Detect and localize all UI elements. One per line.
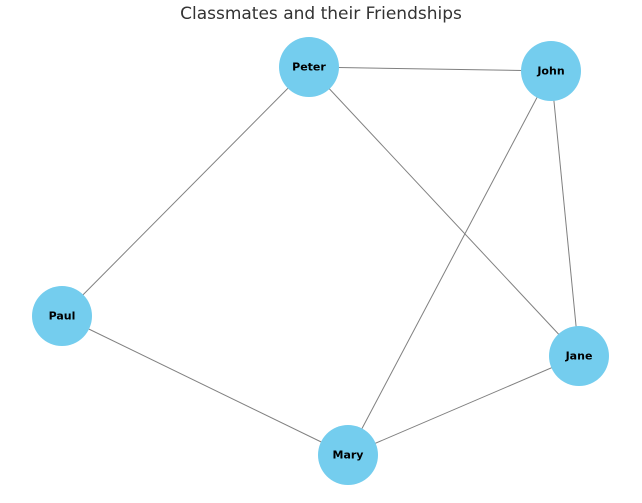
edge-john-mary bbox=[347, 70, 552, 456]
node-circle-mary bbox=[318, 425, 378, 485]
node-jane: Jane bbox=[549, 326, 609, 386]
node-john: John bbox=[521, 41, 581, 101]
node-circle-john bbox=[521, 41, 581, 101]
node-label-jane: Jane bbox=[565, 350, 593, 363]
edge-peter-john bbox=[308, 66, 552, 72]
node-circle-jane bbox=[549, 326, 609, 386]
edge-mary-jane bbox=[347, 355, 580, 456]
edges-layer bbox=[61, 66, 580, 456]
edge-john-jane bbox=[550, 70, 580, 357]
node-paul: Paul bbox=[32, 286, 92, 346]
node-label-john: John bbox=[536, 65, 564, 78]
node-circle-paul bbox=[32, 286, 92, 346]
node-mary: Mary bbox=[318, 425, 378, 485]
edge-paul-mary bbox=[61, 315, 349, 456]
node-label-paul: Paul bbox=[49, 310, 76, 323]
edge-peter-jane bbox=[308, 66, 580, 357]
diagram-title: Classmates and their Friendships bbox=[180, 4, 462, 24]
node-peter: Peter bbox=[279, 37, 339, 97]
node-label-mary: Mary bbox=[333, 449, 364, 462]
edge-peter-paul bbox=[61, 66, 310, 317]
node-label-peter: Peter bbox=[292, 61, 326, 74]
node-circle-peter bbox=[279, 37, 339, 97]
